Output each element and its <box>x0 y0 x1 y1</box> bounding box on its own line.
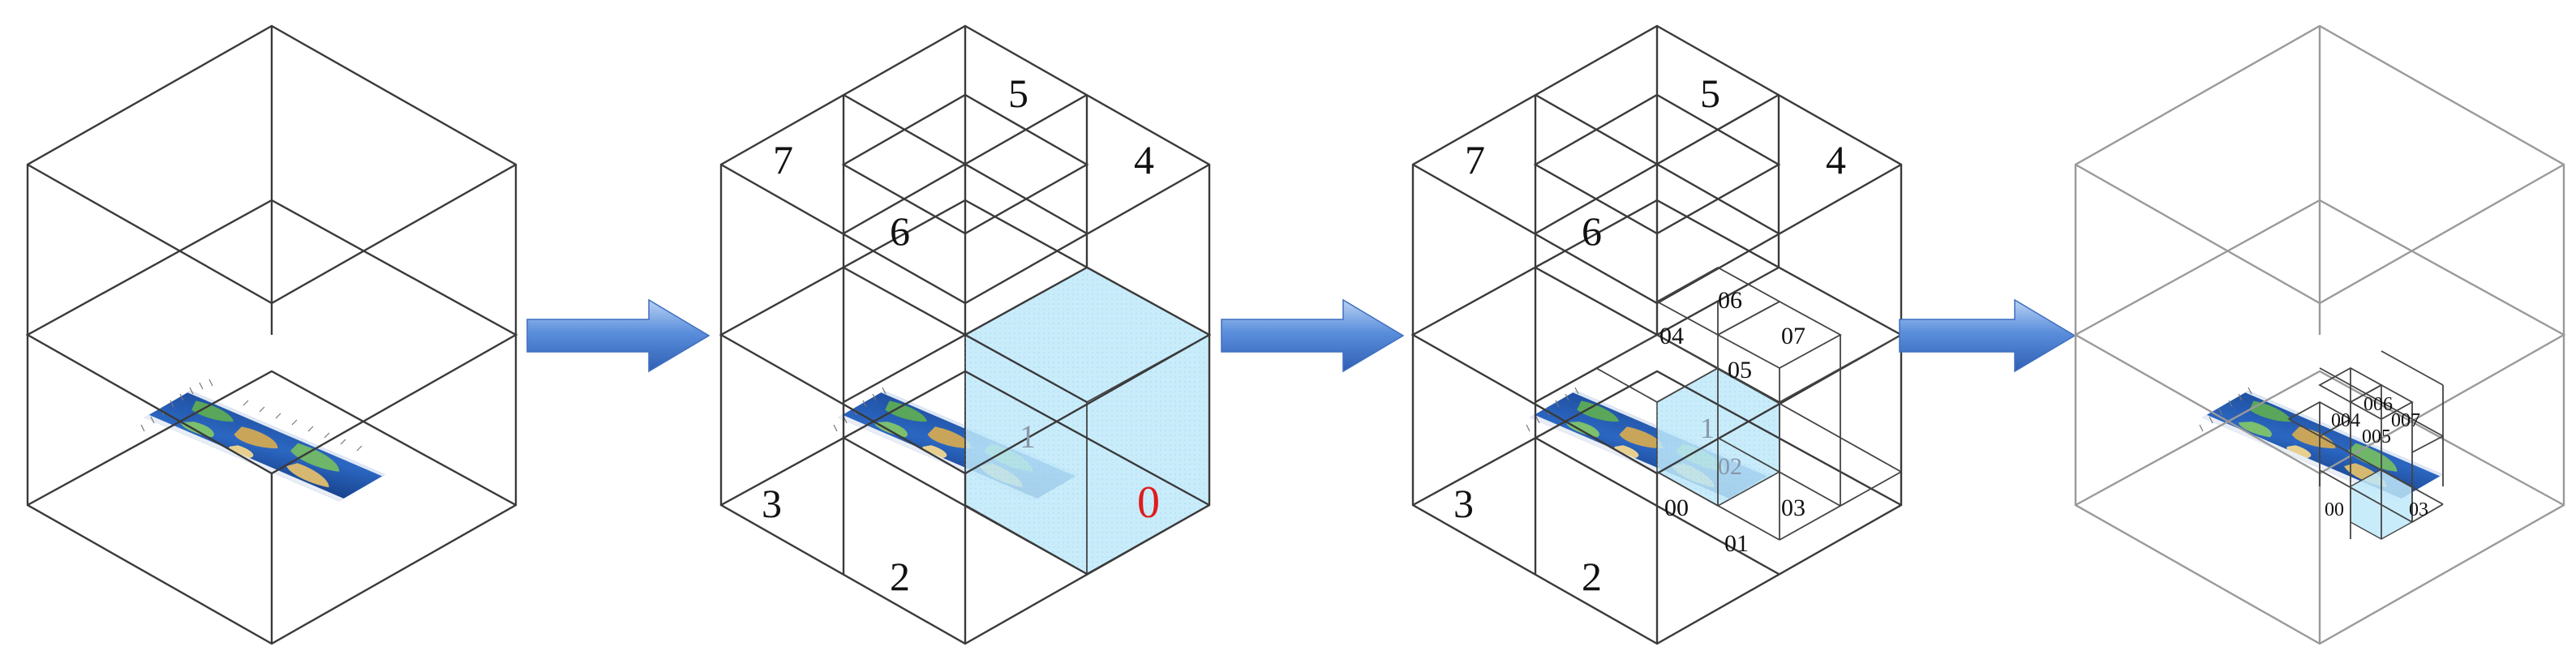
octant-label-3: 3 <box>762 481 782 526</box>
octant-label-5: 5 <box>1008 71 1028 116</box>
octant-label-5: 5 <box>1700 71 1720 116</box>
arrow-right-icon <box>1221 298 1405 373</box>
suboctant-label-07: 07 <box>1781 323 1805 349</box>
octant-label-3: 3 <box>1453 481 1474 526</box>
octant-label-7: 7 <box>773 137 793 182</box>
octant-label-0: 0 <box>1836 559 1837 560</box>
suboctant-label-006: 006 <box>2363 394 2393 415</box>
suboctant-label-03: 03 <box>1781 495 1805 521</box>
octant-label-6: 6 <box>890 208 910 254</box>
suboctant-label-02: 02 <box>1718 453 1742 480</box>
suboctant-label-00: 00 <box>2325 499 2344 520</box>
octant-label-4: 4 <box>1826 137 1846 182</box>
cube-step-3: 7 5 4 6 3 2 1 0 06 04 07 05 02 00 03 01 <box>1410 24 1904 645</box>
suboctant-label-005: 005 <box>2362 426 2391 447</box>
suboctant-label-03: 03 <box>2409 499 2428 520</box>
octant-label-2: 2 <box>890 554 910 599</box>
octant-label-2: 2 <box>1582 554 1602 599</box>
cube-step-2: 7 5 4 6 3 2 1 0 <box>719 24 1212 645</box>
arrow-right-icon <box>526 298 711 373</box>
suboctant-label-007: 007 <box>2391 410 2420 431</box>
suboctant-label-01: 01 <box>1724 530 1749 557</box>
fine-subgrid <box>2287 350 2444 539</box>
earth-map-icon <box>144 391 385 502</box>
octant-label-0: 0 <box>1137 477 1160 528</box>
suboctant-label-04: 04 <box>1659 323 1684 349</box>
arrow-right-icon <box>1899 298 2076 373</box>
suboctant-grid <box>1595 266 1902 541</box>
octant-label-1: 1 <box>1020 418 1036 455</box>
cube-step-4: 006 004 007 005 00 03 <box>2073 24 2566 645</box>
cube-step-1 <box>25 24 518 645</box>
octant-label-4: 4 <box>1134 137 1154 182</box>
suboctant-label-00: 00 <box>1664 495 1689 521</box>
octant-label-1: 1 <box>1700 412 1715 444</box>
suboctant-label-004: 004 <box>2331 410 2360 431</box>
suboctant-label-05: 05 <box>1728 357 1752 383</box>
octant-label-6: 6 <box>1582 208 1602 254</box>
suboctant-label-06: 06 <box>1718 287 1742 314</box>
octant-label-7: 7 <box>1465 137 1485 182</box>
